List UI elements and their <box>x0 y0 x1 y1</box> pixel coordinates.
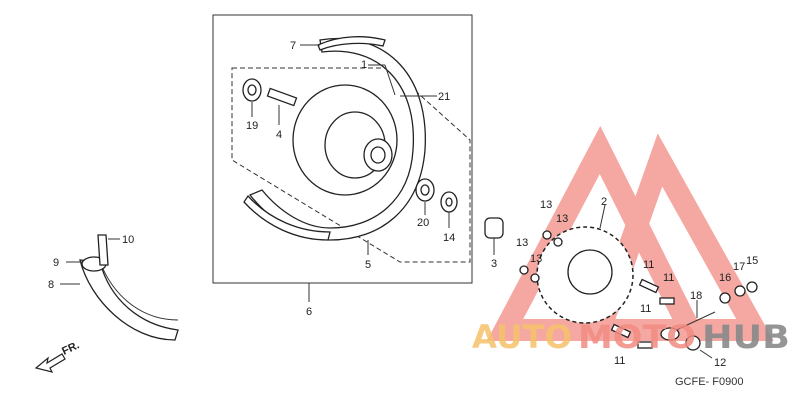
watermark-logo <box>486 125 774 341</box>
diagram-code: GCFE- F0900 <box>675 376 743 388</box>
bolts-11 <box>610 278 675 349</box>
watermark-moto: MOTO <box>578 318 696 356</box>
callout-9: 9 <box>53 257 59 269</box>
callout-13d: 13 <box>530 253 542 265</box>
nut-15 <box>746 281 758 293</box>
callout-8: 8 <box>48 279 54 291</box>
callout-12: 12 <box>714 357 726 369</box>
direction-label: FR. <box>60 339 81 357</box>
hub-subassembly-frame <box>231 67 471 263</box>
sprocket <box>536 226 634 324</box>
callout-15: 15 <box>746 255 758 267</box>
callout-2: 2 <box>601 196 607 208</box>
callout-11a: 11 <box>643 259 654 271</box>
callout-13a: 13 <box>540 199 552 211</box>
nuts-13 <box>519 230 563 283</box>
callout-11b: 11 <box>663 272 674 284</box>
rim-band-5 <box>243 194 331 241</box>
callout-14: 14 <box>443 232 455 244</box>
watermark-auto: AUTO <box>472 318 572 356</box>
callout-5: 5 <box>365 259 371 271</box>
callout-11c: 11 <box>640 303 651 315</box>
callout-3: 3 <box>491 258 497 270</box>
callout-1: 1 <box>361 59 367 71</box>
rim-strip-10 <box>97 234 109 266</box>
seal-14 <box>440 191 458 213</box>
collar-3 <box>484 217 504 239</box>
rim-band-7 <box>317 36 386 51</box>
spacer-4 <box>266 87 298 107</box>
rim <box>248 37 426 241</box>
leader-lines <box>60 44 713 359</box>
watermark-hub: HUB <box>702 318 790 356</box>
callout-6: 6 <box>306 306 312 318</box>
callout-13b: 13 <box>556 213 568 225</box>
callout-10: 10 <box>122 234 134 246</box>
callout-17: 17 <box>733 261 745 273</box>
callout-16: 16 <box>719 272 731 284</box>
callout-20: 20 <box>417 217 429 229</box>
wheel-assembly-frame <box>212 14 473 284</box>
callout-18: 18 <box>690 290 702 302</box>
bearing-20 <box>415 178 435 202</box>
front-direction-arrow: FR. <box>34 339 81 373</box>
callout-19: 19 <box>246 120 258 132</box>
callout-11d: 11 <box>614 355 625 367</box>
washer-16 <box>719 292 731 304</box>
callout-4: 4 <box>276 129 282 141</box>
callout-7: 7 <box>290 40 296 52</box>
bearing-19 <box>242 78 262 102</box>
nut-12 <box>685 335 701 351</box>
tire-8 <box>79 259 179 341</box>
callout-21: 21 <box>438 91 450 103</box>
callout-13c: 13 <box>516 237 528 249</box>
adjuster-18 <box>660 311 716 341</box>
watermark-text: AUTO MOTO HUB <box>472 318 790 356</box>
hub <box>292 84 398 196</box>
nut-17 <box>734 285 746 297</box>
